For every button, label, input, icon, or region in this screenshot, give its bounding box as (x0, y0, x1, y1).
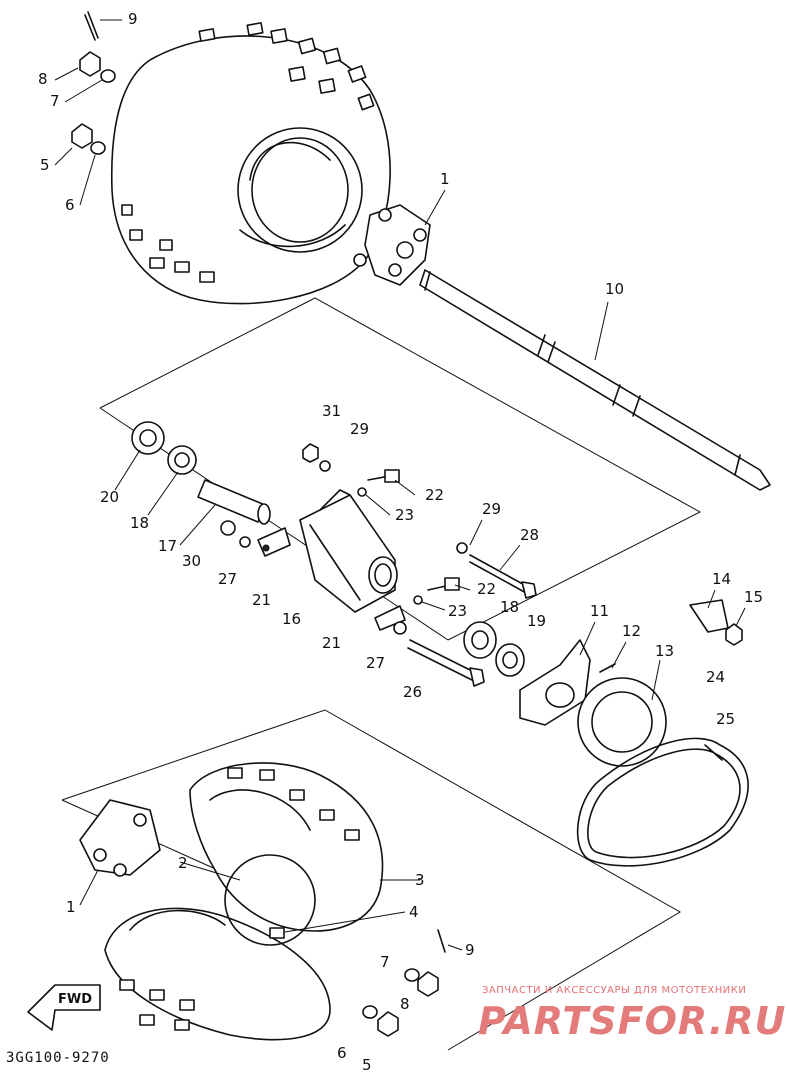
part-label: 10 (605, 280, 624, 298)
leader-lines (54, 19, 746, 951)
watermark: ЗАПЧАСТИ И АКСЕССУАРЫ ДЛЯ МОТОТЕХНИКИ PA… (478, 985, 786, 1043)
part-label: 8 (400, 995, 410, 1013)
part-label: 7 (50, 92, 60, 110)
part-label: 23 (448, 602, 467, 620)
part-label: 12 (622, 622, 641, 640)
upper-tire-tread (121, 22, 375, 283)
part-label: 14 (712, 570, 731, 588)
part-label: 28 (520, 526, 539, 544)
part-label: 20 (100, 488, 119, 506)
lower-hardware (362, 929, 446, 1037)
part-label: 31 (322, 402, 341, 420)
upper-hardware (71, 11, 116, 155)
part-label: 8 (38, 70, 48, 88)
part-label: 25 (716, 710, 735, 728)
part-label: 1 (440, 170, 450, 188)
part-label: 9 (465, 941, 475, 959)
part-label: 11 (590, 602, 609, 620)
part-label: 21 (252, 591, 271, 609)
part-label: 7 (380, 953, 390, 971)
middle-assembly (131, 421, 749, 867)
part-label: 15 (744, 588, 763, 606)
part-label: 27 (218, 570, 237, 588)
part-label: 21 (322, 634, 341, 652)
part-labels: 9 8 7 5 6 1 10 31 29 20 18 22 23 17 30 2… (38, 10, 763, 1074)
part-label: 18 (500, 598, 519, 616)
part-label: 29 (482, 500, 501, 518)
part-label: 26 (403, 683, 422, 701)
part-label: 5 (40, 156, 50, 174)
fwd-label: FWD (58, 992, 92, 1007)
part-label: 13 (655, 642, 674, 660)
part-label: 27 (366, 654, 385, 672)
part-label: 29 (350, 420, 369, 438)
part-label: 24 (706, 668, 725, 686)
part-label: 16 (282, 610, 301, 628)
upper-tire (110, 22, 391, 305)
part-label: 22 (425, 486, 444, 504)
part-label: 4 (409, 903, 419, 921)
diagram-code: 3GG100-9270 (6, 1050, 110, 1066)
part-label: 18 (130, 514, 149, 532)
watermark-tagline: ЗАПЧАСТИ И АКСЕССУАРЫ ДЛЯ МОТОТЕХНИКИ (482, 985, 746, 996)
lower-tire-tread (119, 767, 360, 1031)
part-label: 1 (66, 898, 76, 916)
watermark-logo: PARTSFOR.RU (478, 999, 786, 1043)
upper-wheel-hub (353, 204, 431, 286)
part-label: 17 (158, 537, 177, 555)
part-label: 9 (128, 10, 138, 28)
part-label: 23 (395, 506, 414, 524)
part-label: 6 (337, 1044, 347, 1062)
fwd-arrow: FWD (27, 984, 101, 1031)
part-label: 30 (182, 552, 201, 570)
part-label: 19 (527, 612, 546, 630)
part-label: 6 (65, 196, 75, 214)
part-label: 22 (477, 580, 496, 598)
rear-axle (419, 269, 771, 491)
lower-tire (79, 762, 384, 1041)
part-label: 5 (362, 1056, 372, 1074)
